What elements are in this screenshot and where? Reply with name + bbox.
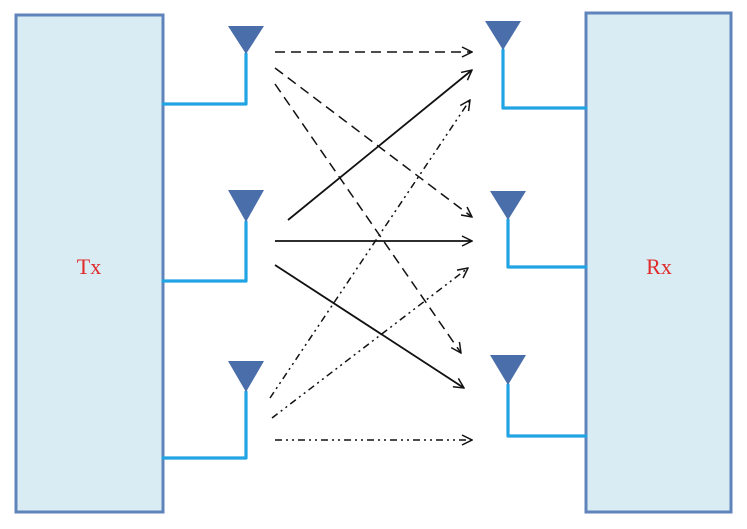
rx-antenna-3-icon (490, 355, 526, 385)
rx-antenna-2-icon (490, 191, 526, 220)
rx-antenna-3 (490, 355, 588, 438)
tx-feed-line-2 (161, 220, 248, 283)
tx-feed-line-3 (161, 390, 248, 460)
tx-antenna-2-icon (228, 190, 264, 222)
path-tx3-rx1 (269, 100, 470, 399)
tx-antenna-1 (161, 26, 264, 106)
rx-antenna-2 (490, 191, 588, 269)
path-tx2-rx1 (287, 70, 472, 221)
tx-block (14, 13, 165, 514)
rx-block (584, 11, 733, 514)
tx-antenna-3-icon (228, 361, 264, 392)
tx-label: Tx (77, 254, 101, 279)
rx-antenna-1-icon (485, 21, 521, 50)
rx-feed-line-2 (506, 218, 588, 269)
tx-feed-line-1 (161, 52, 248, 106)
tx-antenna-2 (161, 190, 264, 283)
rx-feed-line-1 (501, 48, 588, 110)
rx-antenna-1 (485, 21, 588, 110)
tx-antenna-3 (161, 361, 264, 460)
tx-antenna-1-icon (228, 26, 264, 54)
path-tx1-rx2 (274, 67, 472, 217)
rx-feed-line-3 (506, 383, 588, 438)
rx-label: Rx (646, 254, 672, 279)
path-tx2-rx3 (274, 264, 464, 388)
path-tx1-rx3 (274, 83, 461, 353)
path-tx3-rx2 (271, 268, 468, 419)
